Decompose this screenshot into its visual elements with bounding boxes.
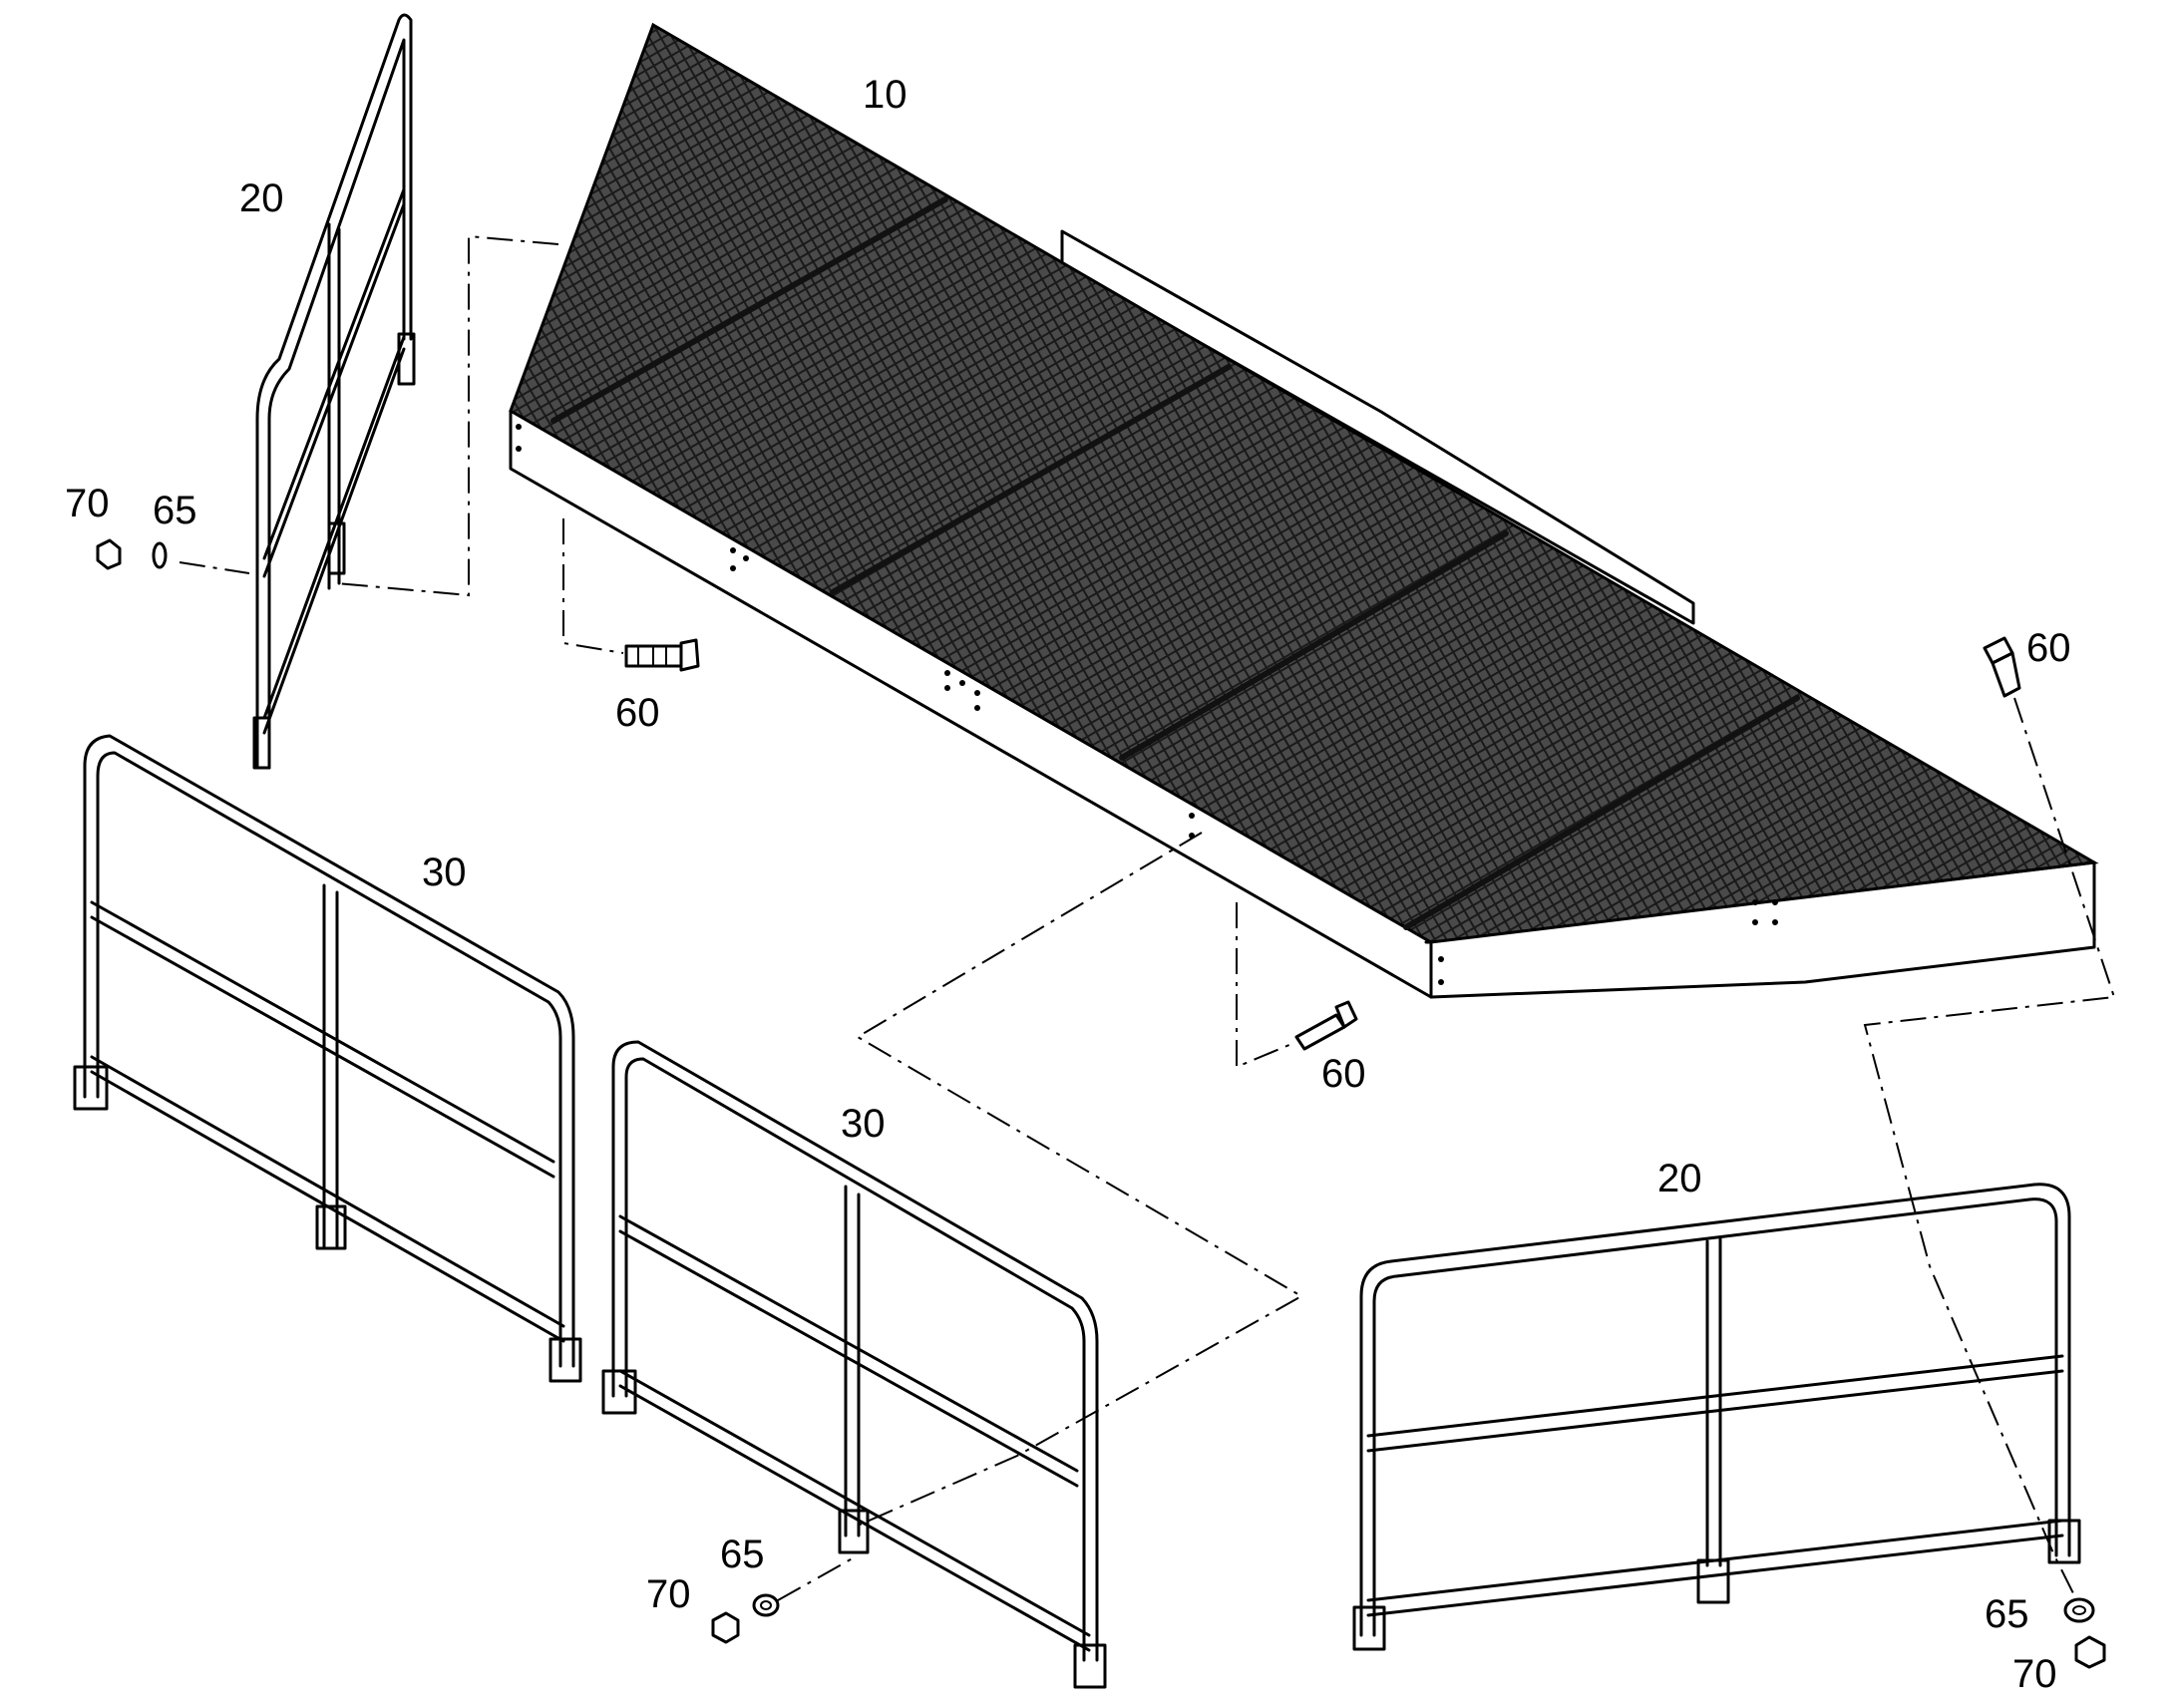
callout-nut-left: 70 (65, 482, 110, 525)
callout-bolt-left: 60 (615, 691, 660, 735)
end-railing-left (252, 13, 416, 770)
washer-right (2063, 1597, 2095, 1623)
platform-assembly (509, 22, 2099, 999)
side-wall-holes (516, 424, 1778, 985)
grating-panel-seams (550, 196, 1800, 930)
callout-end-railing-right: 20 (1657, 1157, 1702, 1200)
callout-nut-right: 70 (2012, 1652, 2057, 1696)
platform-end-wall (1424, 860, 2096, 999)
callout-end-railing-left: 20 (239, 176, 284, 220)
bolt-right (1983, 636, 2021, 698)
callout-washer-mid: 65 (720, 1533, 765, 1576)
callout-nut-mid: 70 (646, 1572, 691, 1616)
callout-side-railing-mid: 30 (841, 1102, 886, 1146)
callout-bolt-mid: 60 (1321, 1052, 1366, 1096)
nut-right (2074, 1635, 2106, 1669)
nut-mid (711, 1611, 740, 1644)
nut-left (96, 538, 122, 570)
callout-platform: 10 (863, 73, 908, 117)
callout-side-railing-left: 30 (422, 851, 467, 894)
platform-back-skirt (1060, 229, 1695, 625)
assembly-leader-lines (179, 234, 2116, 1601)
callout-washer-right: 65 (1985, 1592, 2029, 1636)
bolt-left (624, 638, 700, 672)
washer-mid (752, 1593, 780, 1617)
side-railing-mid (601, 1040, 1107, 1689)
end-railing-right (1352, 1183, 2081, 1651)
callout-washer-left: 65 (153, 489, 197, 532)
callout-bolt-right: 60 (2026, 626, 2071, 670)
bolt-mid (1294, 1000, 1358, 1051)
washer-left (152, 541, 168, 569)
side-railing-left (73, 734, 582, 1383)
platform-grating-deck (509, 22, 2099, 944)
